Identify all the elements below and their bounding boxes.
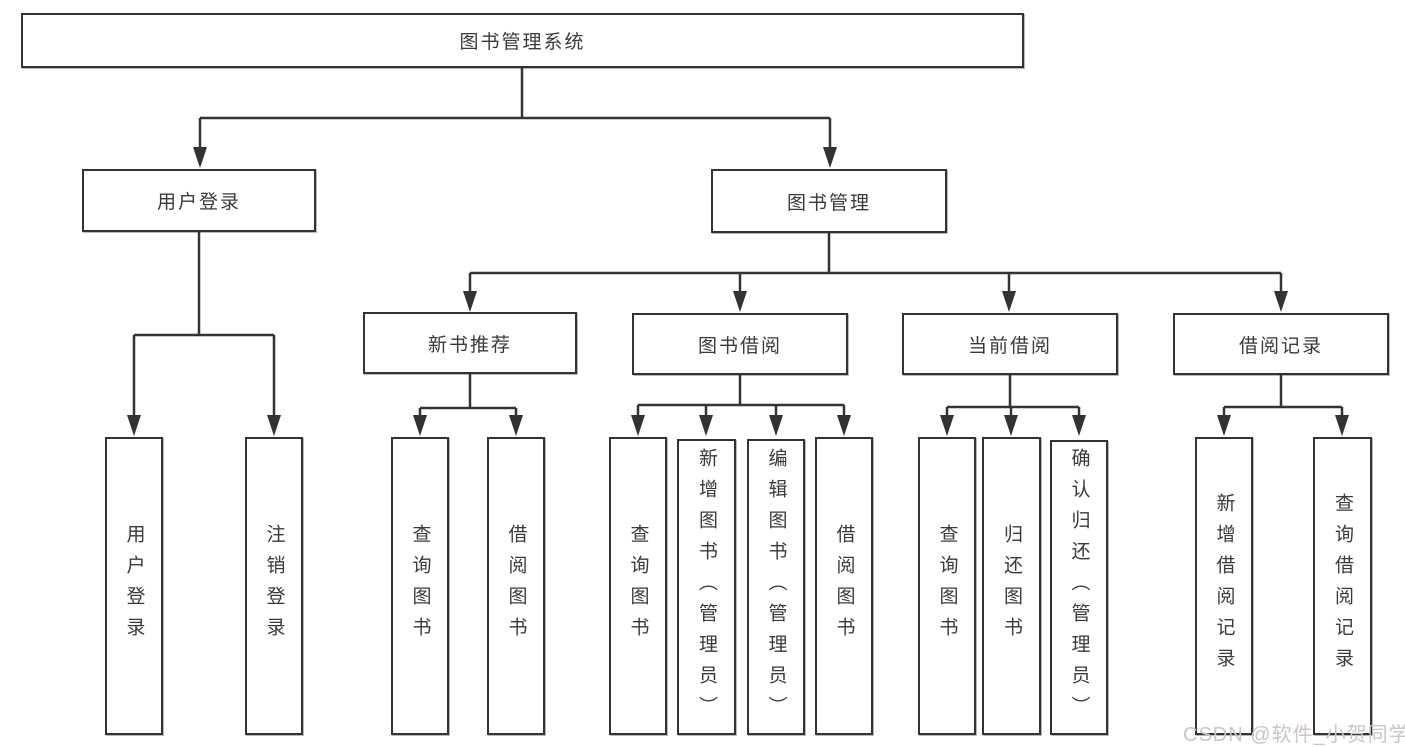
node-borrow-records: 借阅记录 [1173, 313, 1389, 375]
leaf-borrow-borrow-books: 借阅图书 [815, 437, 873, 735]
leaf-borrow-edit-books-admin: 编辑图书（管理员） [747, 439, 805, 735]
node-book-borrow: 图书借阅 [632, 313, 848, 375]
leaf-current-return-books: 归还图书 [982, 437, 1041, 735]
node-new-book-recommend: 新书推荐 [363, 312, 577, 374]
node-book-management-label: 图书管理 [786, 192, 871, 214]
leaf-newbook-query-books: 查询图书 [391, 437, 449, 735]
leaf-newbook-borrow-books: 借阅图书 [487, 437, 545, 735]
connector-login-to-leaves [132, 232, 276, 418]
leaf-current-confirm-return-admin-label: 确认归还（管理员） [1068, 448, 1090, 727]
leaf-borrow-add-books-admin: 新增图书（管理员） [677, 439, 736, 735]
leaf-current-confirm-return-admin: 确认归还（管理员） [1050, 440, 1108, 735]
leaf-user-login-label: 用户登录 [123, 524, 145, 648]
node-borrow-records-label: 借阅记录 [1238, 335, 1323, 357]
leaf-borrow-query-books-label: 查询图书 [627, 524, 649, 648]
csdn-watermark: CSDN @软件_小贺同学 [1183, 724, 1405, 746]
leaf-newbook-query-books-label: 查询图书 [409, 524, 431, 648]
node-root-label: 图书管理系统 [459, 32, 586, 53]
leaf-borrow-query-books: 查询图书 [609, 437, 667, 735]
connector-bookmgmt-to-level3 [468, 233, 1283, 294]
node-user-login-group: 用户登录 [82, 169, 316, 232]
arrowheads [127, 147, 1349, 436]
connector-newbookrec-to-leaves [418, 374, 518, 418]
leaf-logout: 注销登录 [245, 437, 303, 735]
leaf-records-add-record-label: 新增借阅记录 [1213, 493, 1235, 679]
connector-root-to-level2 [198, 68, 832, 148]
leaf-records-query-record-label: 查询借阅记录 [1332, 493, 1353, 679]
leaf-user-login: 用户登录 [105, 437, 163, 735]
leaf-borrow-borrow-books-label: 借阅图书 [833, 524, 855, 648]
connector-bookborrow-to-leaves [636, 375, 846, 418]
leaf-current-query-books: 查询图书 [918, 437, 976, 735]
leaf-borrow-edit-books-admin-label: 编辑图书（管理员） [765, 447, 787, 727]
leaf-records-add-record: 新增借阅记录 [1195, 437, 1253, 735]
leaf-borrow-add-books-admin-label: 新增图书（管理员） [696, 447, 717, 727]
leaf-records-query-record: 查询借阅记录 [1313, 437, 1372, 735]
connector-currentborrow-to-leaves [945, 375, 1081, 418]
leaf-current-query-books-label: 查询图书 [936, 524, 958, 648]
node-new-book-recommend-label: 新书推荐 [427, 334, 512, 356]
node-root: 图书管理系统 [21, 13, 1024, 68]
node-book-borrow-label: 图书借阅 [697, 335, 782, 357]
node-current-borrow: 当前借阅 [902, 313, 1118, 375]
leaf-logout-label: 注销登录 [263, 524, 285, 648]
node-book-management: 图书管理 [711, 169, 947, 233]
node-user-login-group-label: 用户登录 [156, 192, 241, 213]
leaf-newbook-borrow-books-label: 借阅图书 [505, 524, 527, 648]
leaf-current-return-books-label: 归还图书 [1001, 524, 1022, 648]
node-current-borrow-label: 当前借阅 [967, 335, 1052, 357]
connector-borrowrecords-to-leaves [1222, 375, 1344, 418]
